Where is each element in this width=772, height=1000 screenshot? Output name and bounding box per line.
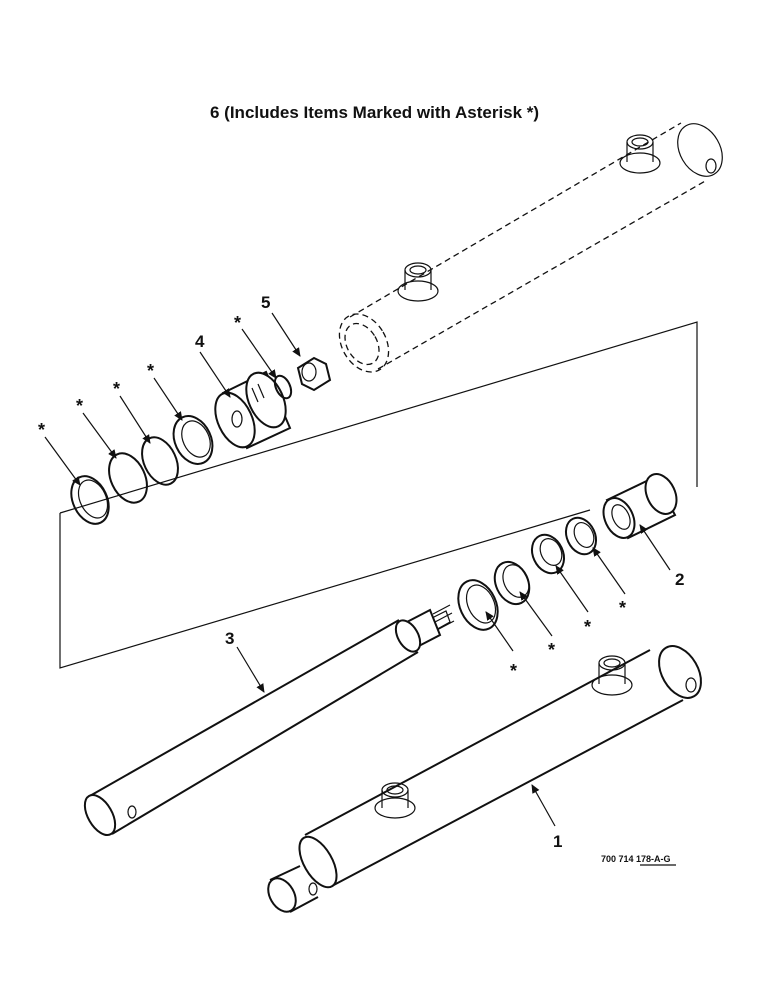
piston xyxy=(214,370,292,450)
snap-ring xyxy=(273,374,293,400)
callout-1: 1 xyxy=(553,832,562,851)
asterisk-marker: * xyxy=(584,617,591,637)
gland-seal-group xyxy=(457,473,678,631)
diagram-title: 6 (Includes Items Marked with Asterisk *… xyxy=(210,103,539,122)
callout-5: 5 xyxy=(261,293,270,312)
cylinder-port-2 xyxy=(591,655,633,696)
barrel-port-2 xyxy=(619,134,661,174)
asterisk-marker: * xyxy=(113,379,120,399)
asterisk-marker: * xyxy=(548,640,555,660)
asterisk-marker: * xyxy=(147,361,154,381)
leader-lines xyxy=(44,312,671,827)
asterisk-marker: * xyxy=(234,313,241,333)
piston-seal-group xyxy=(70,356,332,525)
callout-4: 4 xyxy=(195,332,205,351)
barrel-port-1 xyxy=(397,262,439,302)
backup-ring xyxy=(172,415,214,465)
gland xyxy=(602,473,678,540)
assembled-cylinder xyxy=(267,645,702,913)
piston-rod xyxy=(83,604,455,836)
asterisk-marker: * xyxy=(619,598,626,618)
wiper-ring xyxy=(457,579,499,631)
assembly-outline xyxy=(59,321,698,669)
asterisk-marker: * xyxy=(76,396,83,416)
retaining-ring-1 xyxy=(70,475,110,525)
callout-2: 2 xyxy=(675,570,684,589)
asterisk-marker: * xyxy=(510,661,517,681)
hex-nut xyxy=(296,356,332,392)
cylinder-port-1 xyxy=(374,782,416,819)
dashed-barrel xyxy=(338,122,723,373)
gland-o-ring xyxy=(564,516,598,556)
asterisk-marker: * xyxy=(38,420,45,440)
o-ring-1 xyxy=(108,452,148,504)
gland-seal xyxy=(530,533,566,575)
o-ring-2 xyxy=(141,436,179,486)
drawing-code: 700 714 178-A-G xyxy=(601,854,671,864)
callout-3: 3 xyxy=(225,629,234,648)
